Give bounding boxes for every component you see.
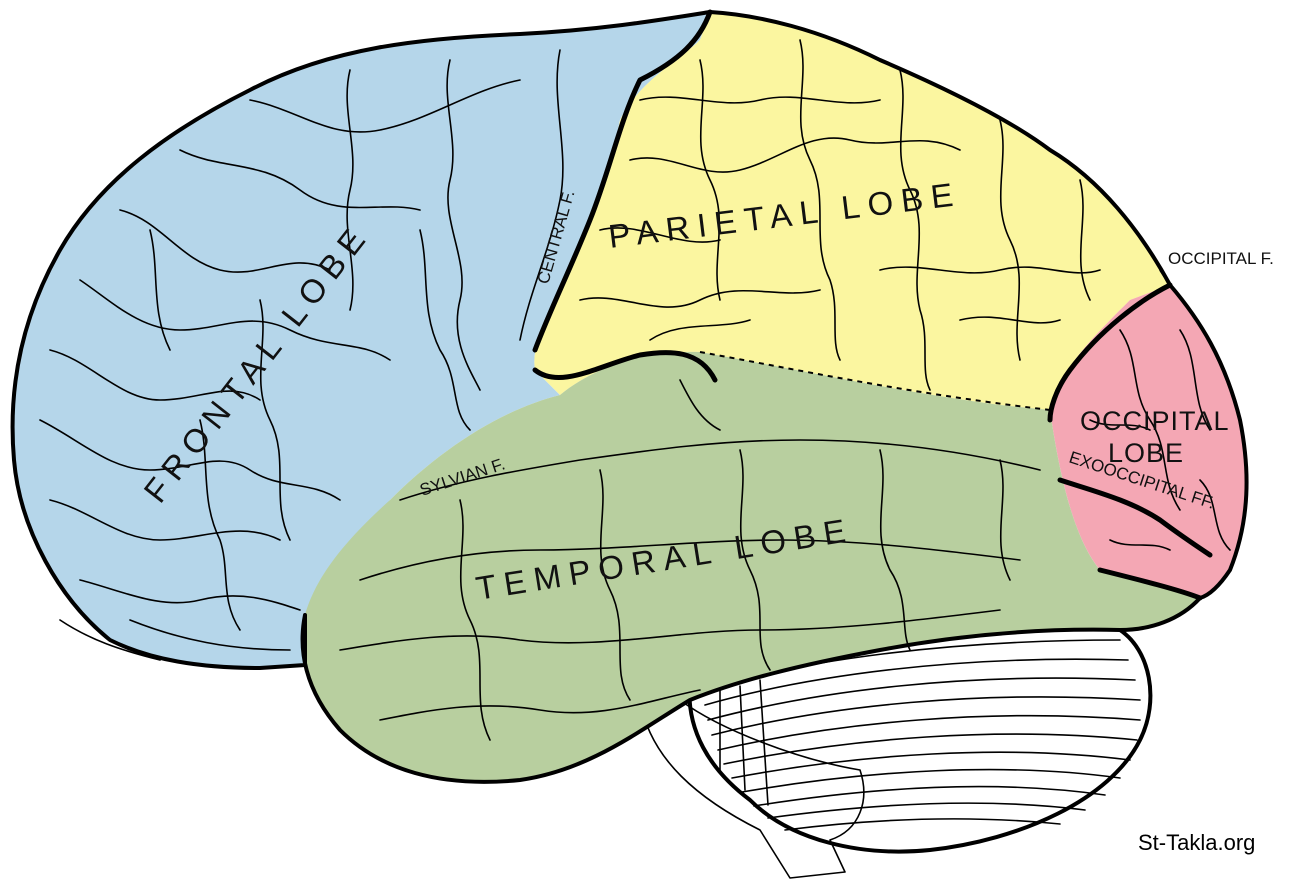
watermark: St-Takla.org <box>1138 830 1255 855</box>
parietal-gyri <box>579 39 1101 391</box>
occipital-lobe-label-line2: LOBE <box>1108 438 1184 468</box>
temporal-lobe-region <box>302 351 1200 782</box>
occipital-lobe-label-line1: OCCIPITAL <box>1080 406 1230 436</box>
temporal-gyri <box>339 379 1041 741</box>
parietal-temporal-boundary <box>699 351 1051 411</box>
temporal-occipital-boundary <box>1097 567 1203 601</box>
occipital-gyri <box>1089 329 1231 551</box>
central-fissure-line <box>532 9 713 353</box>
parietal-lobe-region <box>534 12 1170 410</box>
sylvian-fissure-line <box>532 350 718 383</box>
exooccipital-fissure-line <box>1057 477 1213 558</box>
cerebrum-outline <box>10 10 1249 784</box>
occipital-fissure-line <box>1047 282 1173 423</box>
cerebellum <box>687 616 1153 854</box>
frontal-gyri <box>39 49 564 661</box>
brain-stem <box>639 699 865 879</box>
frontal-lobe-region <box>12 12 711 668</box>
occipital-lobe-region <box>1050 285 1247 598</box>
occipital-fissure-label: OCCIPITAL F. <box>1168 249 1274 268</box>
